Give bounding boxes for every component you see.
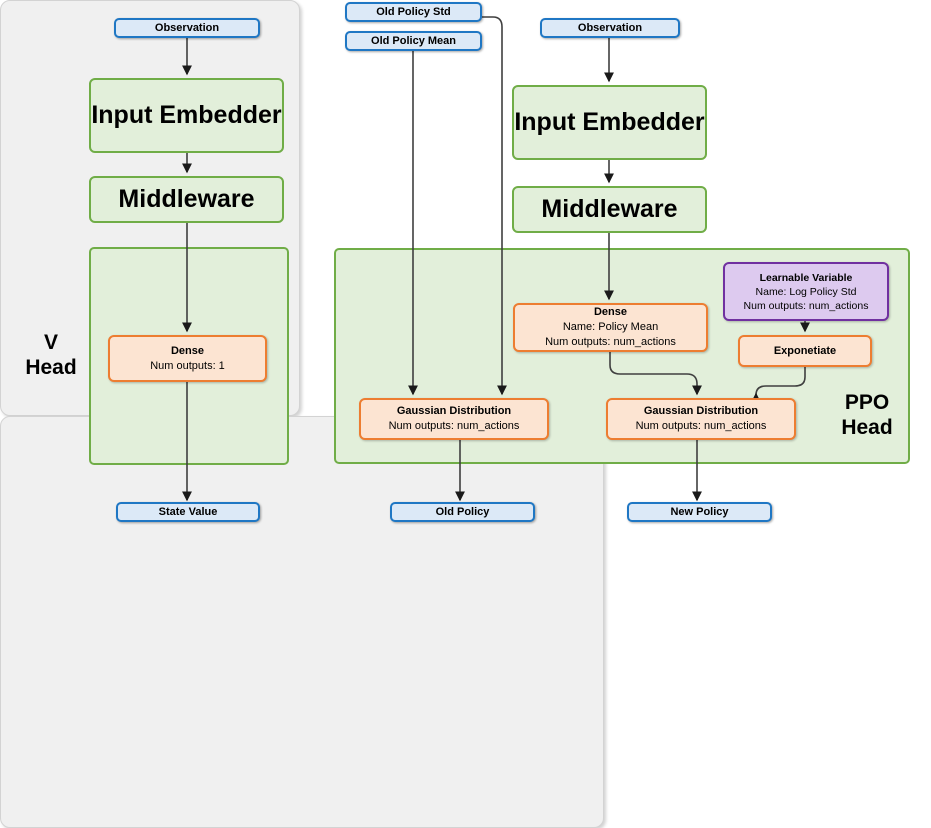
ppo-head-input-embedder-label: Input Embedder (514, 108, 705, 136)
v-head-dense-title: Dense (170, 344, 205, 357)
ppo-head-caption-line1: PPO (844, 391, 890, 414)
ppo-head-caption: PPO Head (829, 390, 905, 440)
ppo-head-input-embedder[interactable]: Input Embedder (512, 85, 707, 160)
input-observation-right[interactable]: Observation (540, 18, 680, 38)
ppo-exponentiate-title: Exponetiate (773, 344, 837, 357)
input-old-policy-std-label: Old Policy Std (376, 6, 451, 18)
ppo-head-caption-line2: Head (841, 416, 893, 439)
ppo-dense-policy-mean-name: Name: Policy Mean (562, 321, 659, 333)
v-head-middleware[interactable]: Middleware (89, 176, 284, 223)
ppo-learnable-variable[interactable]: Learnable Variable Name: Log Policy Std … (723, 262, 889, 321)
v-head-caption-line1: V (43, 331, 58, 354)
output-new-policy[interactable]: New Policy (627, 502, 772, 522)
v-head-middleware-label: Middleware (118, 185, 255, 213)
ppo-gaussian-old-title: Gaussian Distribution (396, 405, 512, 417)
ppo-gaussian-new-num-outputs: Num outputs: num_actions (635, 420, 767, 432)
input-old-policy-mean-label: Old Policy Mean (371, 35, 456, 47)
ppo-gaussian-new-title: Gaussian Distribution (643, 405, 759, 417)
v-head-input-embedder[interactable]: Input Embedder (89, 78, 284, 153)
ppo-head-panel (0, 416, 604, 828)
input-observation-left[interactable]: Observation (114, 18, 260, 38)
ppo-dense-policy-mean[interactable]: Dense Name: Policy Mean Num outputs: num… (513, 303, 708, 352)
ppo-dense-policy-mean-title: Dense (593, 306, 628, 318)
output-new-policy-label: New Policy (670, 506, 729, 518)
ppo-head-middleware-label: Middleware (541, 195, 678, 223)
output-state-value[interactable]: State Value (116, 502, 260, 522)
v-head-input-embedder-label: Input Embedder (91, 101, 282, 129)
output-old-policy-label: Old Policy (435, 506, 490, 518)
input-observation-left-label: Observation (154, 22, 220, 34)
v-head-dense-num-outputs: Num outputs: 1 (150, 359, 225, 372)
ppo-head-middleware[interactable]: Middleware (512, 186, 707, 233)
ppo-learnable-variable-name: Name: Log Policy Std (755, 285, 857, 298)
input-old-policy-mean[interactable]: Old Policy Mean (345, 31, 482, 51)
ppo-learnable-variable-num-outputs: Num outputs: num_actions (743, 299, 869, 312)
input-old-policy-std[interactable]: Old Policy Std (345, 2, 482, 22)
v-head-dense[interactable]: Dense Num outputs: 1 (108, 335, 267, 382)
ppo-gaussian-old-num-outputs: Num outputs: num_actions (388, 420, 520, 432)
ppo-exponentiate[interactable]: Exponetiate (738, 335, 872, 367)
ppo-learnable-variable-title: Learnable Variable (759, 271, 853, 284)
v-head-caption: V Head (18, 330, 84, 380)
ppo-dense-policy-mean-num-outputs: Num outputs: num_actions (545, 336, 676, 348)
ppo-gaussian-new[interactable]: Gaussian Distribution Num outputs: num_a… (606, 398, 796, 440)
output-old-policy[interactable]: Old Policy (390, 502, 535, 522)
diagram-canvas: Observation Old Policy Std Old Policy Me… (0, 0, 910, 828)
v-head-caption-line2: Head (25, 356, 77, 379)
ppo-gaussian-old[interactable]: Gaussian Distribution Num outputs: num_a… (359, 398, 549, 440)
output-state-value-label: State Value (158, 506, 218, 518)
input-observation-right-label: Observation (577, 22, 643, 34)
